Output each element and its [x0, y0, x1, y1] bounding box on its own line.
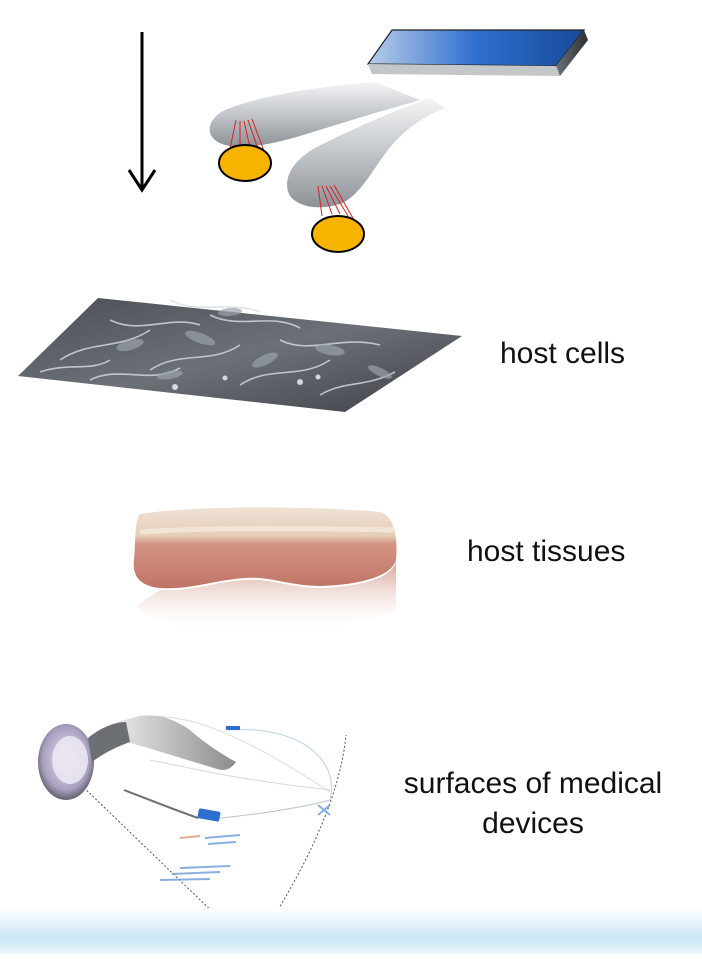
bacteria-dispenser-icon: [210, 30, 588, 252]
down-arrow-icon: [129, 32, 155, 190]
decorative-bottom-band: [0, 908, 702, 954]
label-medical-devices-line2: devices: [368, 804, 698, 844]
cell-layer-image: [18, 298, 462, 412]
bacterium-2: [312, 216, 364, 252]
label-medical-devices-line1: surfaces of medical: [368, 764, 698, 804]
label-host-cells: host cells: [500, 336, 625, 372]
label-medical-devices: surfaces of medical devices: [368, 764, 698, 844]
tissue-slab-image: [134, 507, 397, 632]
bacterium-1: [219, 145, 271, 181]
label-host-tissues: host tissues: [467, 534, 625, 570]
